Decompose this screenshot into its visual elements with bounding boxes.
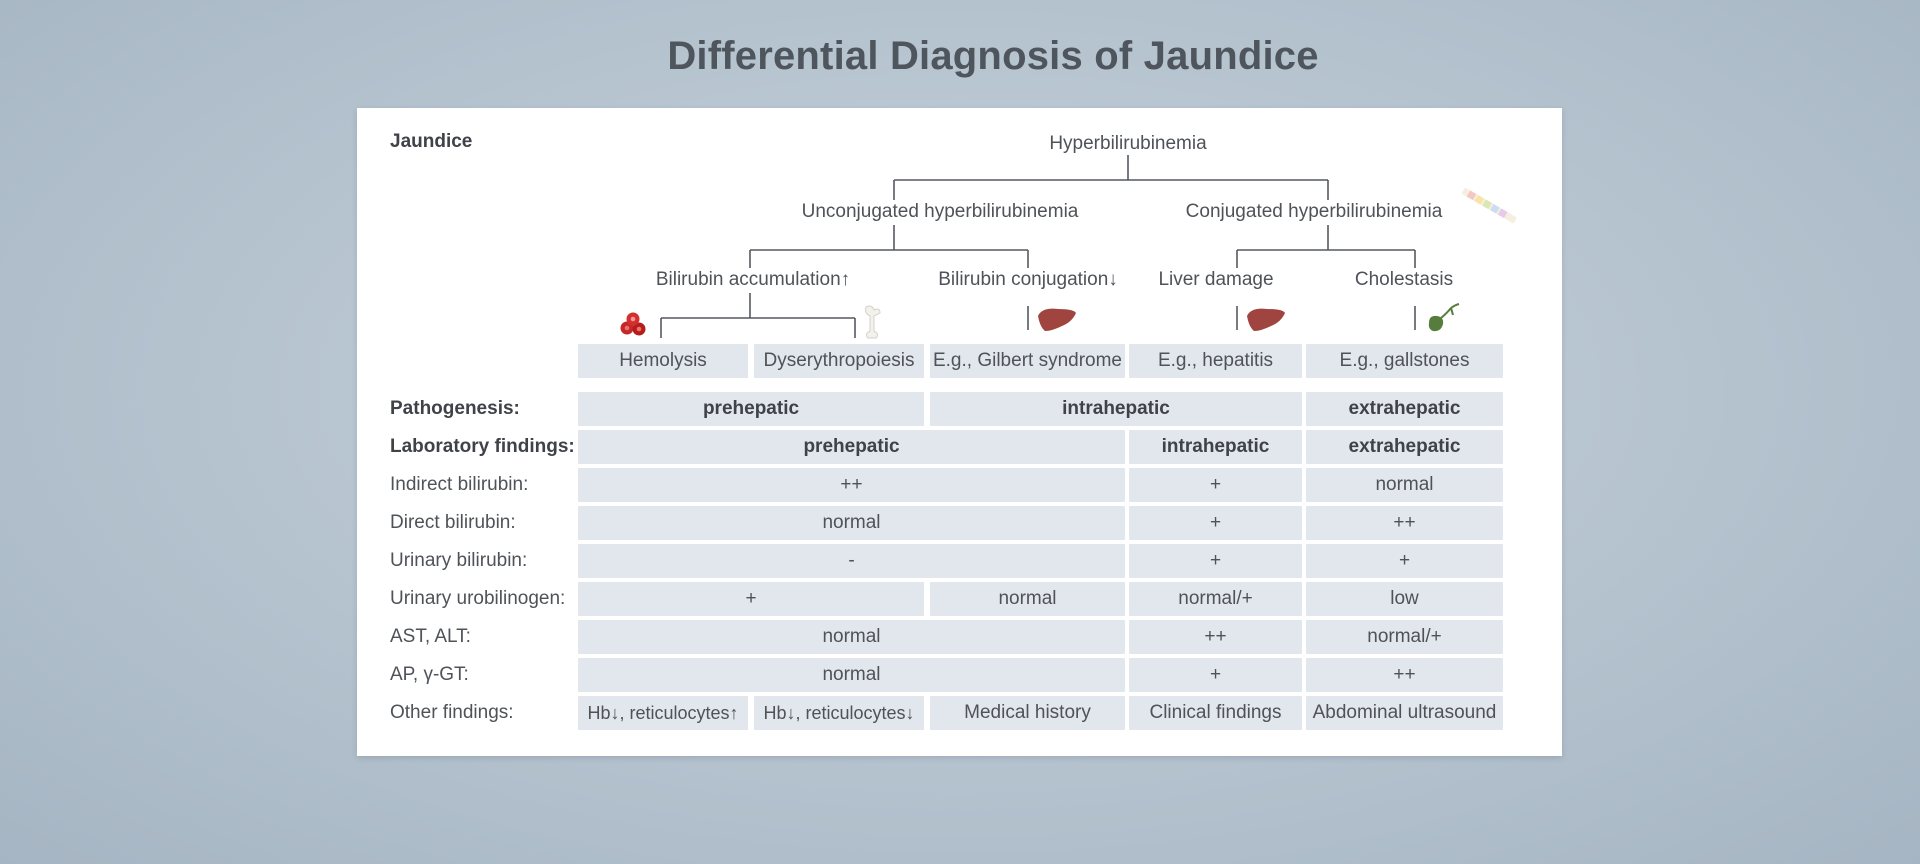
table-cell: +	[1129, 468, 1302, 502]
example-cell-hepatitis: E.g., hepatitis	[1129, 344, 1302, 378]
example-cell-hemolysis: Hemolysis	[578, 344, 748, 378]
table-cell: normal	[578, 620, 1125, 654]
row-label-ap-ggt: AP, γ-GT:	[390, 664, 469, 685]
table-cell: Clinical findings	[1129, 696, 1302, 730]
row-label-indirect-bilirubin: Indirect bilirubin:	[390, 474, 529, 495]
row-label-pathogenesis: Pathogenesis:	[390, 398, 520, 419]
row-label-direct-bilirubin: Direct bilirubin:	[390, 512, 516, 533]
table-cell: -	[578, 544, 1125, 578]
table-cell: Medical history	[930, 696, 1125, 730]
liver-icon	[1247, 308, 1285, 331]
table-cell: +	[1129, 658, 1302, 692]
table-cell: ++	[1129, 620, 1302, 654]
table-cell: Abdominal ultrasound	[1306, 696, 1503, 730]
diagnosis-card: Jaundice Hyperbilirubinemia Unconjugated…	[357, 108, 1562, 756]
tree-node-conjugated: Conjugated hyperbilirubinemia	[1185, 201, 1443, 222]
tree-node-accumulation: Bilirubin accumulation↑	[655, 269, 851, 290]
table-cell: +	[578, 582, 924, 616]
example-cell-gilbert: E.g., Gilbert syndrome	[930, 344, 1125, 378]
example-cell-dyserythropoiesis: Dyserythropoiesis	[754, 344, 924, 378]
table-cell: normal/+	[1306, 620, 1503, 654]
table-cell: normal	[1306, 468, 1503, 502]
liver-icon	[1038, 308, 1076, 331]
page-title: Differential Diagnosis of Jaundice	[667, 34, 1319, 78]
row-label-laboratory-findings: Laboratory findings:	[390, 436, 575, 457]
table-cell: Hb↓, reticulocytes↓	[754, 696, 924, 730]
gallbladder-icon	[1428, 303, 1460, 332]
table-cell: normal/+	[1129, 582, 1302, 616]
table-cell: Hb↓, reticulocytes↑	[578, 696, 748, 730]
row-label-urinary-bilirubin: Urinary bilirubin:	[390, 550, 528, 571]
urine-test-strip-icon	[1461, 187, 1517, 224]
table-cell: extrahepatic	[1306, 392, 1503, 426]
tree-node-conjugation: Bilirubin conjugation↓	[938, 269, 1118, 290]
table-cell: +	[1129, 544, 1302, 578]
table-cell: +	[1129, 506, 1302, 540]
tree-node-cholestasis: Cholestasis	[1354, 269, 1454, 290]
table-cell: ++	[578, 468, 1125, 502]
tree-node-hyperbilirubinemia: Hyperbilirubinemia	[1049, 133, 1207, 154]
table-cell: prehepatic	[578, 392, 924, 426]
tree-node-liver-damage: Liver damage	[1158, 269, 1274, 290]
table-cell: ++	[1306, 506, 1503, 540]
row-label-ast-alt: AST, ALT:	[390, 626, 471, 647]
tree-node-unconjugated: Unconjugated hyperbilirubinemia	[801, 201, 1079, 222]
table-cell: normal	[578, 506, 1125, 540]
row-label-other-findings: Other findings:	[390, 702, 514, 723]
tree-connectors	[660, 155, 1416, 338]
table-cell: normal	[930, 582, 1125, 616]
table-cell: intrahepatic	[1129, 430, 1302, 464]
table-cell: +	[1306, 544, 1503, 578]
table-cell: ++	[1306, 658, 1503, 692]
red-blood-cells-icon	[620, 312, 646, 336]
bone-icon	[865, 305, 881, 339]
table-cell: low	[1306, 582, 1503, 616]
table-cell: normal	[578, 658, 1125, 692]
table-cell: intrahepatic	[930, 392, 1302, 426]
row-label-urinary-urobilinogen: Urinary urobilinogen:	[390, 588, 566, 609]
example-cell-gallstones: E.g., gallstones	[1306, 344, 1503, 378]
table-cell: prehepatic	[578, 430, 1125, 464]
table-cell: extrahepatic	[1306, 430, 1503, 464]
jaundice-label: Jaundice	[390, 131, 473, 152]
